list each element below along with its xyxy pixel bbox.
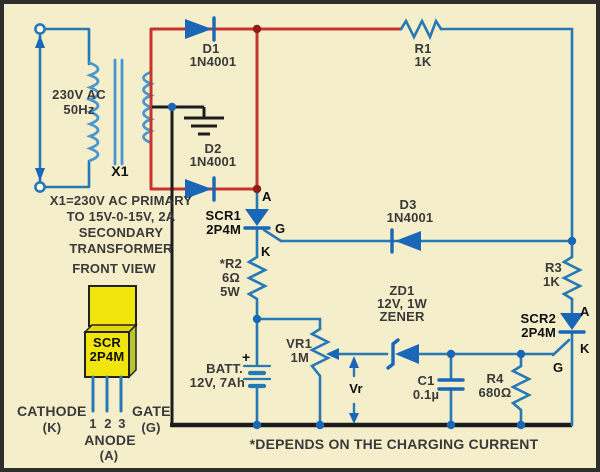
r3-name-label: R3 xyxy=(544,260,562,275)
scr-package-drawing xyxy=(83,285,138,413)
package-gate-label: GATE xyxy=(132,403,171,419)
package-chip-line1: SCR xyxy=(92,335,122,350)
scr1-gate-label: G xyxy=(275,221,286,236)
transformer-name-label: X1 xyxy=(111,163,129,179)
package-gate-pin: (G) xyxy=(141,420,161,435)
battery-icon xyxy=(242,317,272,427)
ac-frequency-label: 50Hz xyxy=(63,102,95,117)
r2-name-label: *R2 xyxy=(219,256,242,271)
package-anode-pin: (A) xyxy=(99,448,119,463)
transformer-note-line4: TRANSFORMER xyxy=(69,241,173,256)
footnote-text: *DEPENDS ON THE CHARGING CURRENT xyxy=(249,436,539,452)
d1-part-label: 1N4001 xyxy=(189,54,237,69)
vr-measure-label: Vr xyxy=(349,381,363,396)
diode-d2-icon xyxy=(185,176,216,202)
resistor-r1-icon xyxy=(399,18,574,259)
package-chip-line2: 2P4M xyxy=(89,349,125,364)
package-cathode-label: CATHODE xyxy=(17,403,87,419)
r1-value-label: 1K xyxy=(414,54,432,69)
r4-name-label: R4 xyxy=(486,371,504,386)
vr1-value-label: 1M xyxy=(290,350,309,365)
battery-name-label: BATT. xyxy=(206,361,243,376)
d1-name-label: D1 xyxy=(202,41,220,56)
transformer-note-line1: X1=230V AC PRIMARY xyxy=(49,193,193,208)
capacitor-c1-icon xyxy=(437,352,465,427)
d3-name-label: D3 xyxy=(399,197,417,212)
ac-input-terminals xyxy=(34,23,91,193)
ac-voltage-label: 230V AC xyxy=(52,87,106,102)
package-anode-label: ANODE xyxy=(84,432,136,448)
potentiometer-vr1-icon xyxy=(255,317,389,427)
transformer-note-line3: SECONDARY xyxy=(78,225,164,240)
resistor-r4-icon xyxy=(510,352,532,427)
scr2-gate-label: G xyxy=(553,360,564,375)
c1-value-label: 0.1µ xyxy=(412,387,440,402)
diode-d1-icon xyxy=(185,16,216,42)
resistor-r3-icon xyxy=(561,255,583,301)
r3-value-label: 1K xyxy=(542,274,560,289)
scr1-part-label: 2P4M xyxy=(206,222,241,237)
vr1-name-label: VR1 xyxy=(286,336,312,351)
scr2-icon xyxy=(551,297,586,427)
scr2-part-label: 2P4M xyxy=(521,325,556,340)
r4-value-label: 680Ω xyxy=(478,385,512,400)
package-pin2: 2 xyxy=(104,416,112,431)
battery-rating-label: 12V, 7Ah xyxy=(189,375,245,390)
junction-dots xyxy=(167,24,577,430)
r2-value-label: 6Ω xyxy=(221,270,240,285)
package-pin1: 1 xyxy=(89,416,97,431)
schematic-drawing xyxy=(34,16,586,430)
zd1-rating-label: 12V, 1W xyxy=(376,296,428,311)
front-view-title: FRONT VIEW xyxy=(72,261,156,276)
scr2-name-label: SCR2 xyxy=(520,311,556,326)
zener-zd1-icon xyxy=(386,338,556,370)
scr1-cathode-label: K xyxy=(261,244,271,259)
battery-plus-sign: + xyxy=(242,349,251,365)
d2-part-label: 1N4001 xyxy=(189,154,237,169)
d3-part-label: 1N4001 xyxy=(386,210,434,225)
zd1-type-label: ZENER xyxy=(379,309,425,324)
transformer-symbol xyxy=(86,58,155,166)
r2-power-label: 5W xyxy=(220,284,240,299)
scr1-name-label: SCR1 xyxy=(205,208,241,223)
scr1-anode-label: A xyxy=(262,189,272,204)
zd1-name-label: ZD1 xyxy=(389,283,415,298)
resistor-r2-icon xyxy=(246,255,268,321)
package-cathode-pin: (K) xyxy=(42,420,62,435)
scr2-anode-label: A xyxy=(580,304,590,319)
scr1-icon xyxy=(243,189,283,259)
r1-name-label: R1 xyxy=(414,41,432,56)
scr2-cathode-label: K xyxy=(580,341,590,356)
ground-and-negative-rail xyxy=(152,105,572,428)
transformer-note-line2: TO 15V-0-15V, 2A xyxy=(66,209,176,224)
package-pin3: 3 xyxy=(118,416,126,431)
rectifier-red-wiring xyxy=(149,27,403,191)
diode-d3-icon xyxy=(279,228,574,254)
c1-name-label: C1 xyxy=(417,373,435,388)
d2-name-label: D2 xyxy=(204,141,222,156)
vr-measure-arrow xyxy=(349,356,359,424)
